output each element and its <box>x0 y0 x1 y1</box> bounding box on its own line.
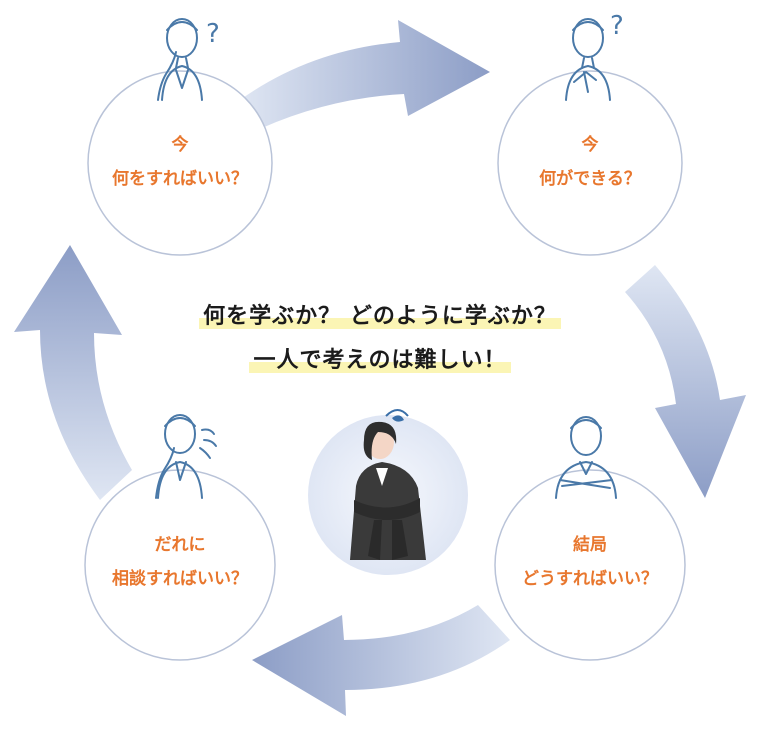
sighing-person-icon <box>155 414 217 499</box>
center-headline-line2: 一人で考えのは難しい！ <box>0 342 760 374</box>
step-text-top-left: 今 何をすればいい？ <box>90 128 270 196</box>
thinking-person-icon: ? <box>157 18 220 101</box>
svg-text:?: ? <box>610 11 624 41</box>
step-text-top-right: 今 何ができる？ <box>500 128 680 196</box>
step-label-line2: 何をすればいい？ <box>112 169 248 189</box>
step-label-line1: 今 <box>581 135 599 155</box>
step-label-line2: 何ができる？ <box>539 169 641 189</box>
worried-woman-figure <box>350 409 426 560</box>
step-label-line2: どうすればいい？ <box>522 569 658 589</box>
arms-crossed-person-icon <box>555 416 617 499</box>
step-text-bottom-right: 結局 どうすればいい？ <box>495 528 685 596</box>
center-headline-line1: 何を学ぶか？ どのように学ぶか？ <box>0 298 760 330</box>
step-label-line1: だれに <box>154 535 206 555</box>
step-circle-top-left <box>87 70 273 256</box>
step-label-line1: 今 <box>171 135 189 155</box>
step-text-bottom-left: だれに 相談すればいい？ <box>85 528 275 596</box>
cycle-arrow-top <box>240 20 490 128</box>
cycle-arrow-left <box>14 245 132 500</box>
step-circle-bottom-left <box>84 469 276 661</box>
step-label-line2: 相談すればいい？ <box>112 569 248 589</box>
cycle-arrow-right <box>625 265 746 498</box>
step-circle-top-right <box>497 70 683 256</box>
step-label-line1: 結局 <box>573 535 607 555</box>
svg-text:?: ? <box>206 19 220 49</box>
thinking-person-icon: ? <box>565 11 624 101</box>
cycle-arrow-bottom <box>252 605 510 716</box>
step-circle-bottom-right <box>494 469 686 661</box>
